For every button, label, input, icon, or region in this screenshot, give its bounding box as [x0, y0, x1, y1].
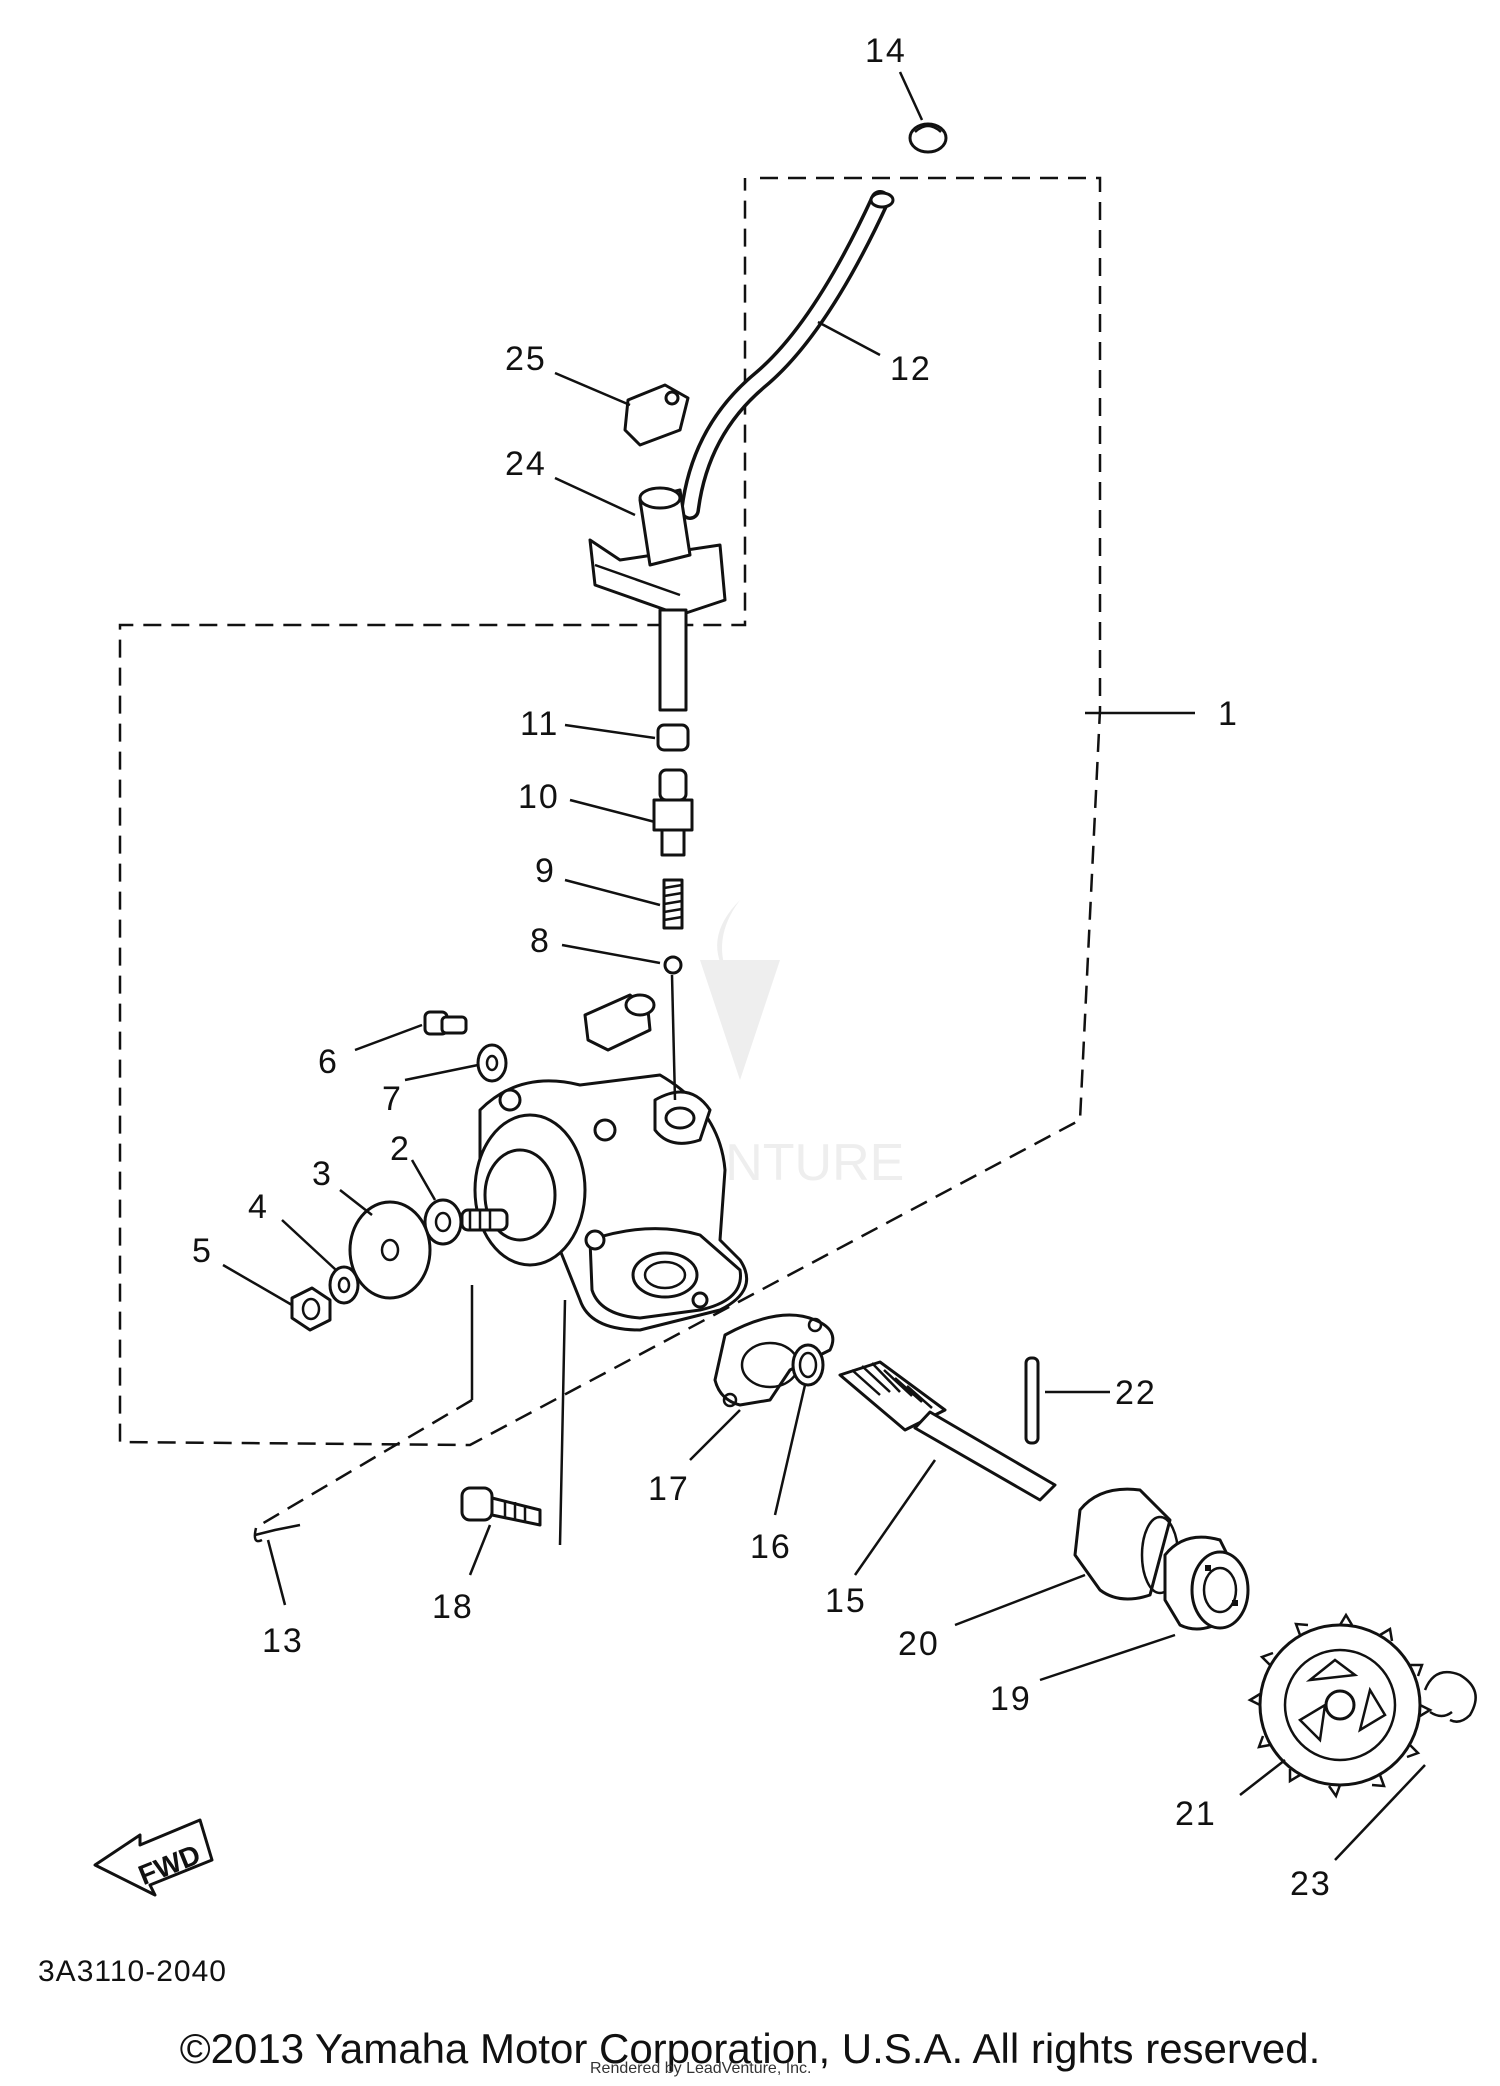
part-3-plate [348, 1200, 432, 1300]
part-24-fitting [588, 486, 727, 617]
part-22-pin [1024, 1356, 1040, 1445]
part-9-spring [662, 878, 684, 930]
part-8-ball [663, 955, 683, 975]
part-11-nut [656, 723, 690, 752]
callout-3: 3 [312, 1155, 333, 1193]
callout-19: 19 [990, 1680, 1032, 1718]
callout-labels: 1 2 3 4 5 6 7 8 9 10 11 12 13 14 15 16 1… [192, 32, 1332, 1903]
callout-9: 9 [535, 852, 556, 890]
oil-pump-body [460, 993, 749, 1332]
rendered-by-note: Rendered by LeadVenture, Inc. [590, 2060, 812, 2077]
callout-15: 15 [825, 1582, 867, 1620]
part-23-circlip [1423, 1670, 1477, 1723]
callout-16: 16 [750, 1528, 792, 1566]
part-2-washer [423, 1198, 463, 1246]
callout-8: 8 [530, 922, 551, 960]
part-10-plunger [652, 768, 694, 857]
fwd-arrow: FWD [93, 1818, 214, 1897]
callout-23: 23 [1290, 1865, 1332, 1903]
callout-21: 21 [1175, 1795, 1217, 1833]
callout-7: 7 [382, 1080, 403, 1118]
part-25-clamp [623, 383, 690, 447]
callout-2: 2 [390, 1130, 411, 1168]
callout-18: 18 [432, 1588, 474, 1626]
assembly-outline-upper [118, 176, 1102, 1447]
part-18-bolt [460, 1486, 542, 1527]
callout-11: 11 [520, 705, 559, 743]
callout-22: 22 [1115, 1374, 1157, 1412]
callout-10: 10 [518, 778, 560, 816]
callout-25: 25 [505, 340, 547, 378]
callout-14: 14 [865, 32, 907, 70]
part-16-oring [791, 1343, 825, 1387]
part-15-worm-shaft [838, 1360, 1057, 1502]
callout-12: 12 [890, 350, 932, 388]
part-20-collar [1073, 1487, 1180, 1601]
part-5-nut [290, 1286, 332, 1332]
part-19-bearing [1163, 1535, 1250, 1631]
callout-4: 4 [248, 1188, 269, 1226]
part-17-gasket [713, 1313, 835, 1408]
part-4-washer [328, 1265, 360, 1305]
copyright-notice: ©2013 Yamaha Motor Corporation, U.S.A. A… [179, 2025, 1321, 2072]
callout-20: 20 [898, 1625, 940, 1663]
callout-5: 5 [192, 1232, 213, 1270]
callout-17: 17 [648, 1470, 690, 1508]
callout-1: 1 [1218, 695, 1239, 733]
diagram-code: 3A3110-2040 [38, 1955, 227, 1988]
callout-24: 24 [505, 445, 547, 483]
callout-13: 13 [262, 1622, 304, 1660]
part-21-gear [1247, 1612, 1433, 1799]
callout-6: 6 [318, 1043, 339, 1081]
part-7-washer [476, 1043, 508, 1083]
part-6-bolt [423, 1010, 468, 1036]
part-14-clip [908, 122, 948, 154]
